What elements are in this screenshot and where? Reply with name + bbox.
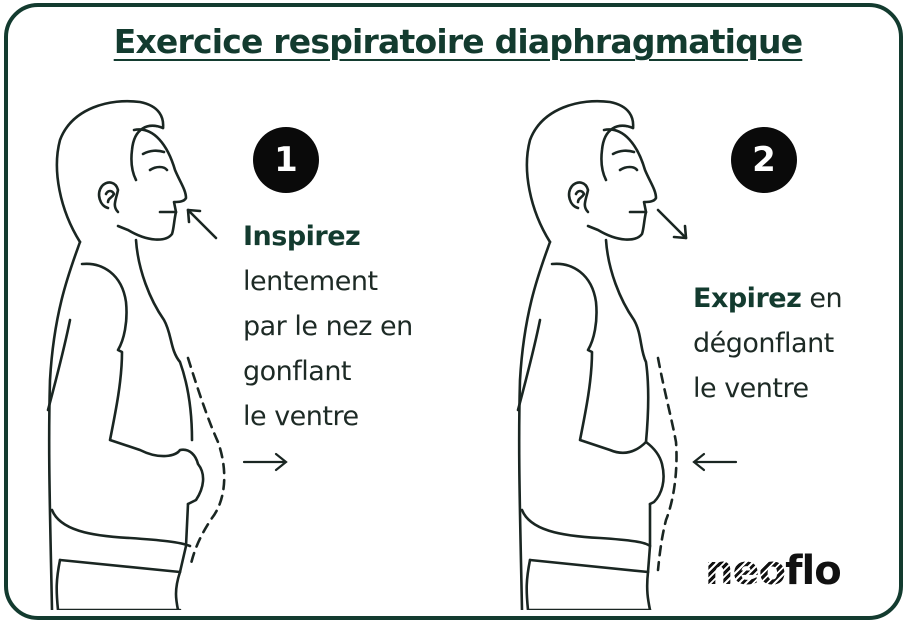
step-2-action: Expirez: [693, 283, 802, 314]
step-2-action-suffix: en: [801, 283, 843, 314]
arrow-right-icon: [242, 452, 288, 472]
logo-striped-part: neo: [705, 548, 786, 594]
step-2-number: 2: [752, 140, 776, 180]
step-1-line: gonflant: [243, 356, 352, 387]
step-1-action: Inspirez: [243, 221, 361, 252]
step-1-line: par le nez en: [243, 311, 413, 342]
step-1-badge: 1: [253, 127, 319, 193]
step-1-line: le ventre: [243, 401, 359, 432]
arrow-left-icon: [692, 452, 738, 472]
page-title: Exercice respiratoire diaphragmatique: [0, 22, 916, 61]
step-1-instructions: Inspirez lentement par le nez en gonflan…: [243, 214, 413, 439]
title-text: Exercice respiratoire diaphragmatique: [113, 22, 803, 61]
figure-exhale-illustration: [516, 99, 688, 610]
step-1-number: 1: [274, 140, 298, 180]
figure-inhale-illustration: [46, 99, 226, 610]
neoflo-logo: neoflo: [705, 548, 842, 594]
step-2-line: dégonflant: [693, 328, 834, 359]
step-1-line: lentement: [243, 266, 378, 297]
logo-plain-part: flo: [785, 548, 842, 594]
step-2-instructions: Expirez en dégonflant le ventre: [693, 276, 843, 411]
step-2-badge: 2: [731, 127, 797, 193]
step-2-line: le ventre: [693, 373, 809, 404]
